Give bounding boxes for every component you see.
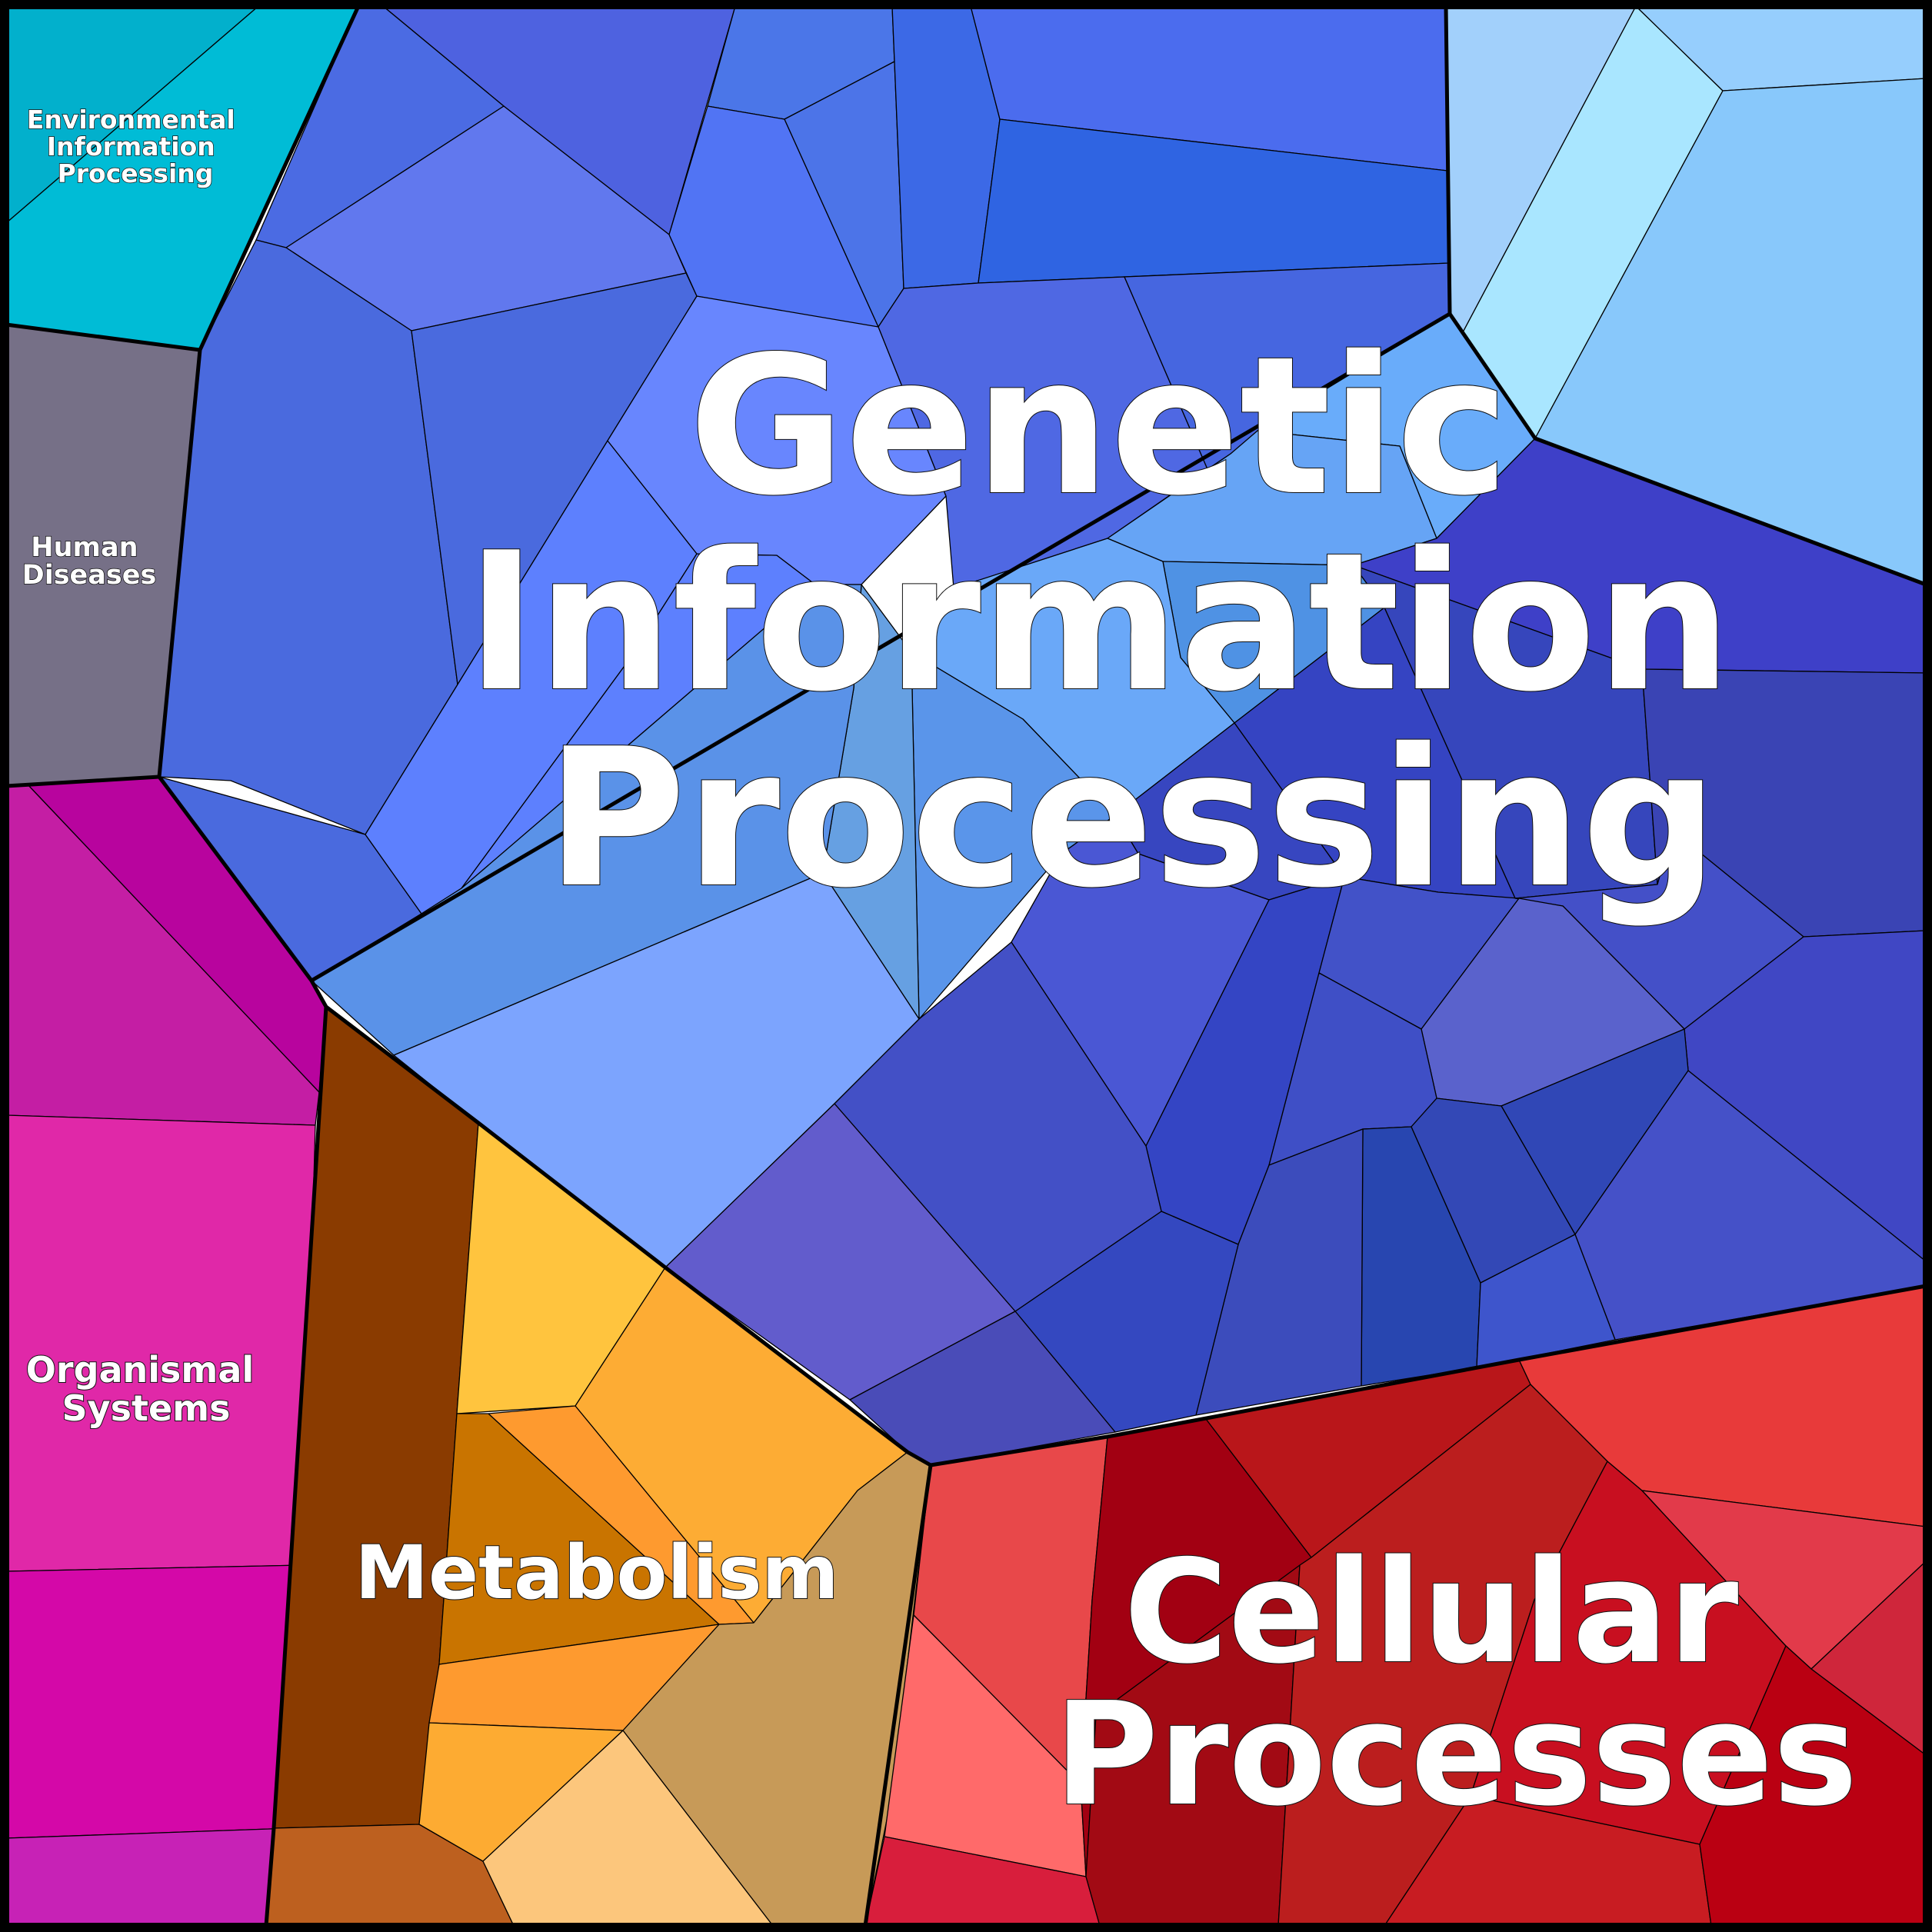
region-genetic <box>158 5 1927 1466</box>
region-borders <box>5 5 1927 1927</box>
label-env-line-2: Information <box>47 132 215 162</box>
region-metabolism <box>265 1006 931 1927</box>
cell <box>1476 1234 1616 1368</box>
label-cellular: Cellular Processes <box>1054 1529 1858 1837</box>
cell <box>5 1114 316 1572</box>
label-human-line-1: Human <box>31 532 138 563</box>
label-metabolism: Metabolism <box>355 1530 839 1616</box>
label-env-line-3: Processing <box>58 158 214 188</box>
label-organismal: Organismal Systems <box>26 1349 266 1429</box>
label-genetic-line-3: Processing <box>546 708 1718 930</box>
cell <box>1195 1128 1364 1416</box>
cell <box>5 1827 293 1927</box>
label-human-diseases: Human Diseases <box>22 532 157 591</box>
label-environmental: Environmental Information Processing <box>27 105 244 188</box>
label-cellular-line-1: Cellular <box>1124 1529 1738 1695</box>
label-organismal-line-1: Organismal <box>26 1349 254 1391</box>
label-genetic-line-1: Genetic <box>688 316 1509 538</box>
label-human-line-2: Diseases <box>22 560 157 591</box>
region-organismal <box>5 776 327 1927</box>
cell <box>668 105 879 328</box>
cell <box>5 1564 304 1839</box>
label-env-line-1: Environmental <box>27 105 235 135</box>
label-metabolism-line-1: Metabolism <box>355 1530 839 1616</box>
region-cellular <box>864 1285 1927 1927</box>
label-genetic-line-2: Information <box>466 512 1732 734</box>
cell <box>1411 1098 1576 1284</box>
label-cellular-line-2: Processes <box>1054 1671 1858 1837</box>
label-organismal-line-2: Systems <box>62 1387 231 1429</box>
label-genetic: Genetic Information Processing <box>466 316 1798 930</box>
